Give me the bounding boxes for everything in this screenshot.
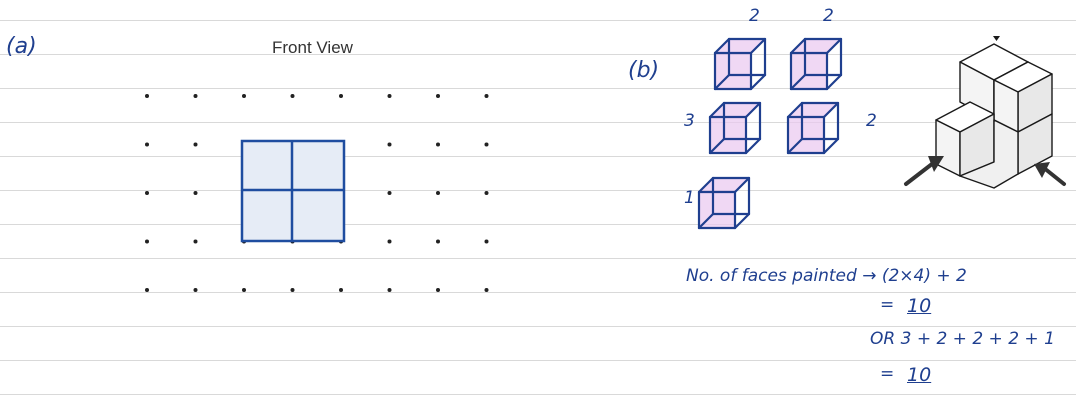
- grid-dot: [193, 142, 198, 147]
- grid-dot: [339, 94, 343, 98]
- ruled-line: [0, 190, 1076, 191]
- ruled-line: [0, 292, 1076, 293]
- ruled-line: [0, 258, 1076, 259]
- wireframe-cube: [786, 101, 840, 155]
- working-line-3: OR 3 + 2 + 2 + 2 + 1: [870, 329, 1055, 349]
- ruled-line: [0, 360, 1076, 361]
- grid-dot: [193, 239, 198, 244]
- grid-dot: [290, 94, 295, 98]
- ruled-line: [0, 20, 1076, 21]
- grid-dot: [387, 288, 392, 292]
- ruled-line: [0, 394, 1076, 395]
- working-line-4-equals: =: [880, 364, 895, 384]
- ruled-line: [0, 224, 1076, 225]
- ruled-line: [0, 326, 1076, 327]
- wireframe-cube: [697, 176, 751, 230]
- grid-dot: [484, 288, 489, 292]
- working-line-1: No. of faces painted → (2×4) + 2: [686, 266, 967, 286]
- grid-dot: [242, 288, 246, 292]
- grid-dot: [387, 191, 392, 195]
- working-line-2-equals: =: [880, 295, 895, 315]
- grid-dot: [436, 94, 440, 98]
- cube-face-count: 1: [684, 188, 695, 208]
- grid-dot: [193, 94, 198, 98]
- grid-dot: [436, 288, 440, 292]
- grid-dot: [145, 288, 149, 292]
- grid-dot: [436, 142, 440, 147]
- part-a-label: (a): [6, 34, 37, 59]
- cube-face-count: 2: [749, 6, 760, 26]
- cube-face-count: 2: [866, 111, 877, 131]
- ruled-line: [0, 156, 1076, 157]
- grid-dot: [484, 239, 489, 244]
- working-line-4-answer: 10: [907, 364, 932, 386]
- ruled-line: [0, 88, 1076, 89]
- grid-dot: [145, 142, 149, 147]
- grid-dot: [290, 288, 295, 292]
- wireframe-cube: [708, 101, 762, 155]
- grid-dot: [484, 191, 489, 195]
- grid-dot: [242, 94, 246, 98]
- working-line-2-answer: 10: [907, 295, 932, 317]
- grid-dot: [193, 288, 198, 292]
- grid-dot: [145, 94, 149, 98]
- grid-dot: [145, 191, 149, 195]
- ruled-line: [0, 122, 1076, 123]
- grid-dot: [436, 191, 440, 195]
- cube-face-count: 2: [823, 6, 834, 26]
- wireframe-cube: [713, 37, 767, 91]
- grid-dot: [387, 239, 392, 244]
- grid-dot: [387, 142, 392, 147]
- wireframe-cube: [789, 37, 843, 91]
- grid-dot: [145, 239, 149, 244]
- part-b-label: (b): [628, 58, 660, 83]
- ruled-line: [0, 54, 1076, 55]
- front-view-title: Front View: [272, 38, 353, 57]
- view-marker-triangle: [993, 36, 1000, 41]
- cube-face-count: 3: [684, 111, 695, 131]
- grid-dot: [484, 142, 489, 147]
- grid-dot: [484, 94, 489, 98]
- grid-dot: [193, 191, 198, 195]
- grid-dot: [339, 288, 343, 292]
- grid-dot: [387, 94, 392, 98]
- grid-dot: [436, 239, 440, 244]
